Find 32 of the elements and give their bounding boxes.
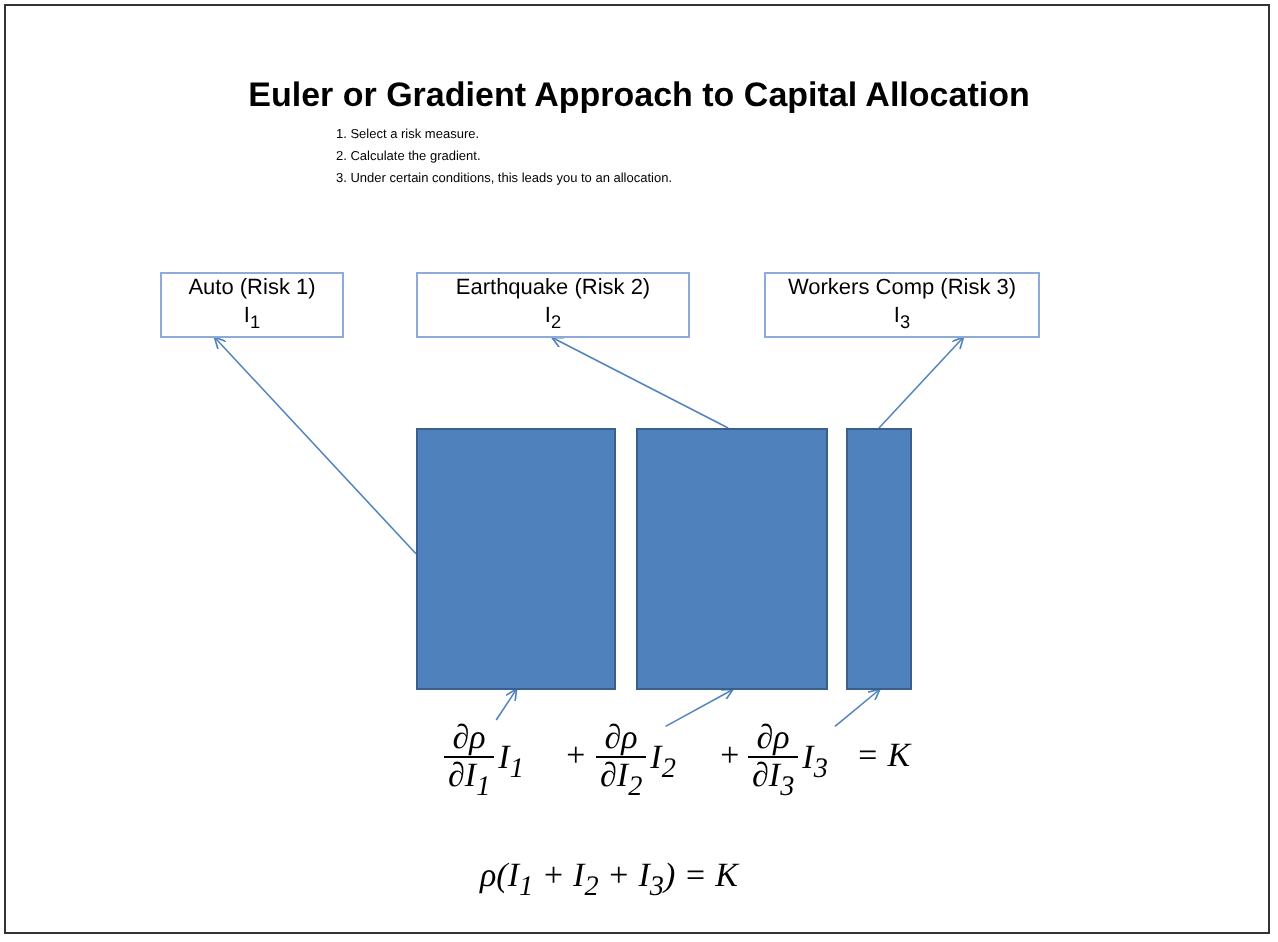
formula-operator: = K xyxy=(856,736,911,776)
risk-bar xyxy=(416,428,616,690)
arrow xyxy=(495,688,518,721)
formula-variable: I$_{1}$ xyxy=(498,738,524,787)
risk-box xyxy=(764,272,1040,338)
arrow xyxy=(834,688,881,728)
formula-operator: + xyxy=(718,736,741,776)
equation: ρ(I$_{1}$ + I$_{2}$ + I$_{3}$) = K xyxy=(480,856,738,905)
fraction-numerator: ∂ρ xyxy=(450,720,488,756)
formula-variable: I$_{2}$ xyxy=(650,738,676,787)
formula-variable: I$_{3}$ xyxy=(802,738,828,787)
arrow xyxy=(213,336,417,555)
risk-name: Earthquake (Risk 2) xyxy=(455,273,651,302)
risk-bar xyxy=(846,428,912,690)
fraction-denominator: ∂I$_{1}$ xyxy=(444,756,495,805)
risk-box xyxy=(416,272,690,338)
risk-variable: I$_{1}$ xyxy=(243,301,261,337)
arrow xyxy=(878,336,965,429)
risk-name: Workers Comp (Risk 3) xyxy=(787,273,1017,302)
fraction-numerator: ∂ρ xyxy=(602,720,640,756)
fraction-numerator: ∂ρ xyxy=(754,720,792,756)
risk-bar xyxy=(636,428,828,690)
risk-variable: I$_{3}$ xyxy=(893,301,911,337)
fraction-denominator: ∂I$_{2}$ xyxy=(596,756,647,805)
risk-name: Auto (Risk 1) xyxy=(188,273,316,302)
arrow xyxy=(551,336,729,429)
risk-box xyxy=(160,272,344,338)
slide-title: Euler or Gradient Approach to Capital Allocation xyxy=(246,76,1032,116)
risk-variable: I$_{2}$ xyxy=(544,301,562,337)
fraction-denominator: ∂I$_{3}$ xyxy=(748,756,799,805)
arrow xyxy=(664,688,734,728)
formula-operator: + xyxy=(564,736,587,776)
